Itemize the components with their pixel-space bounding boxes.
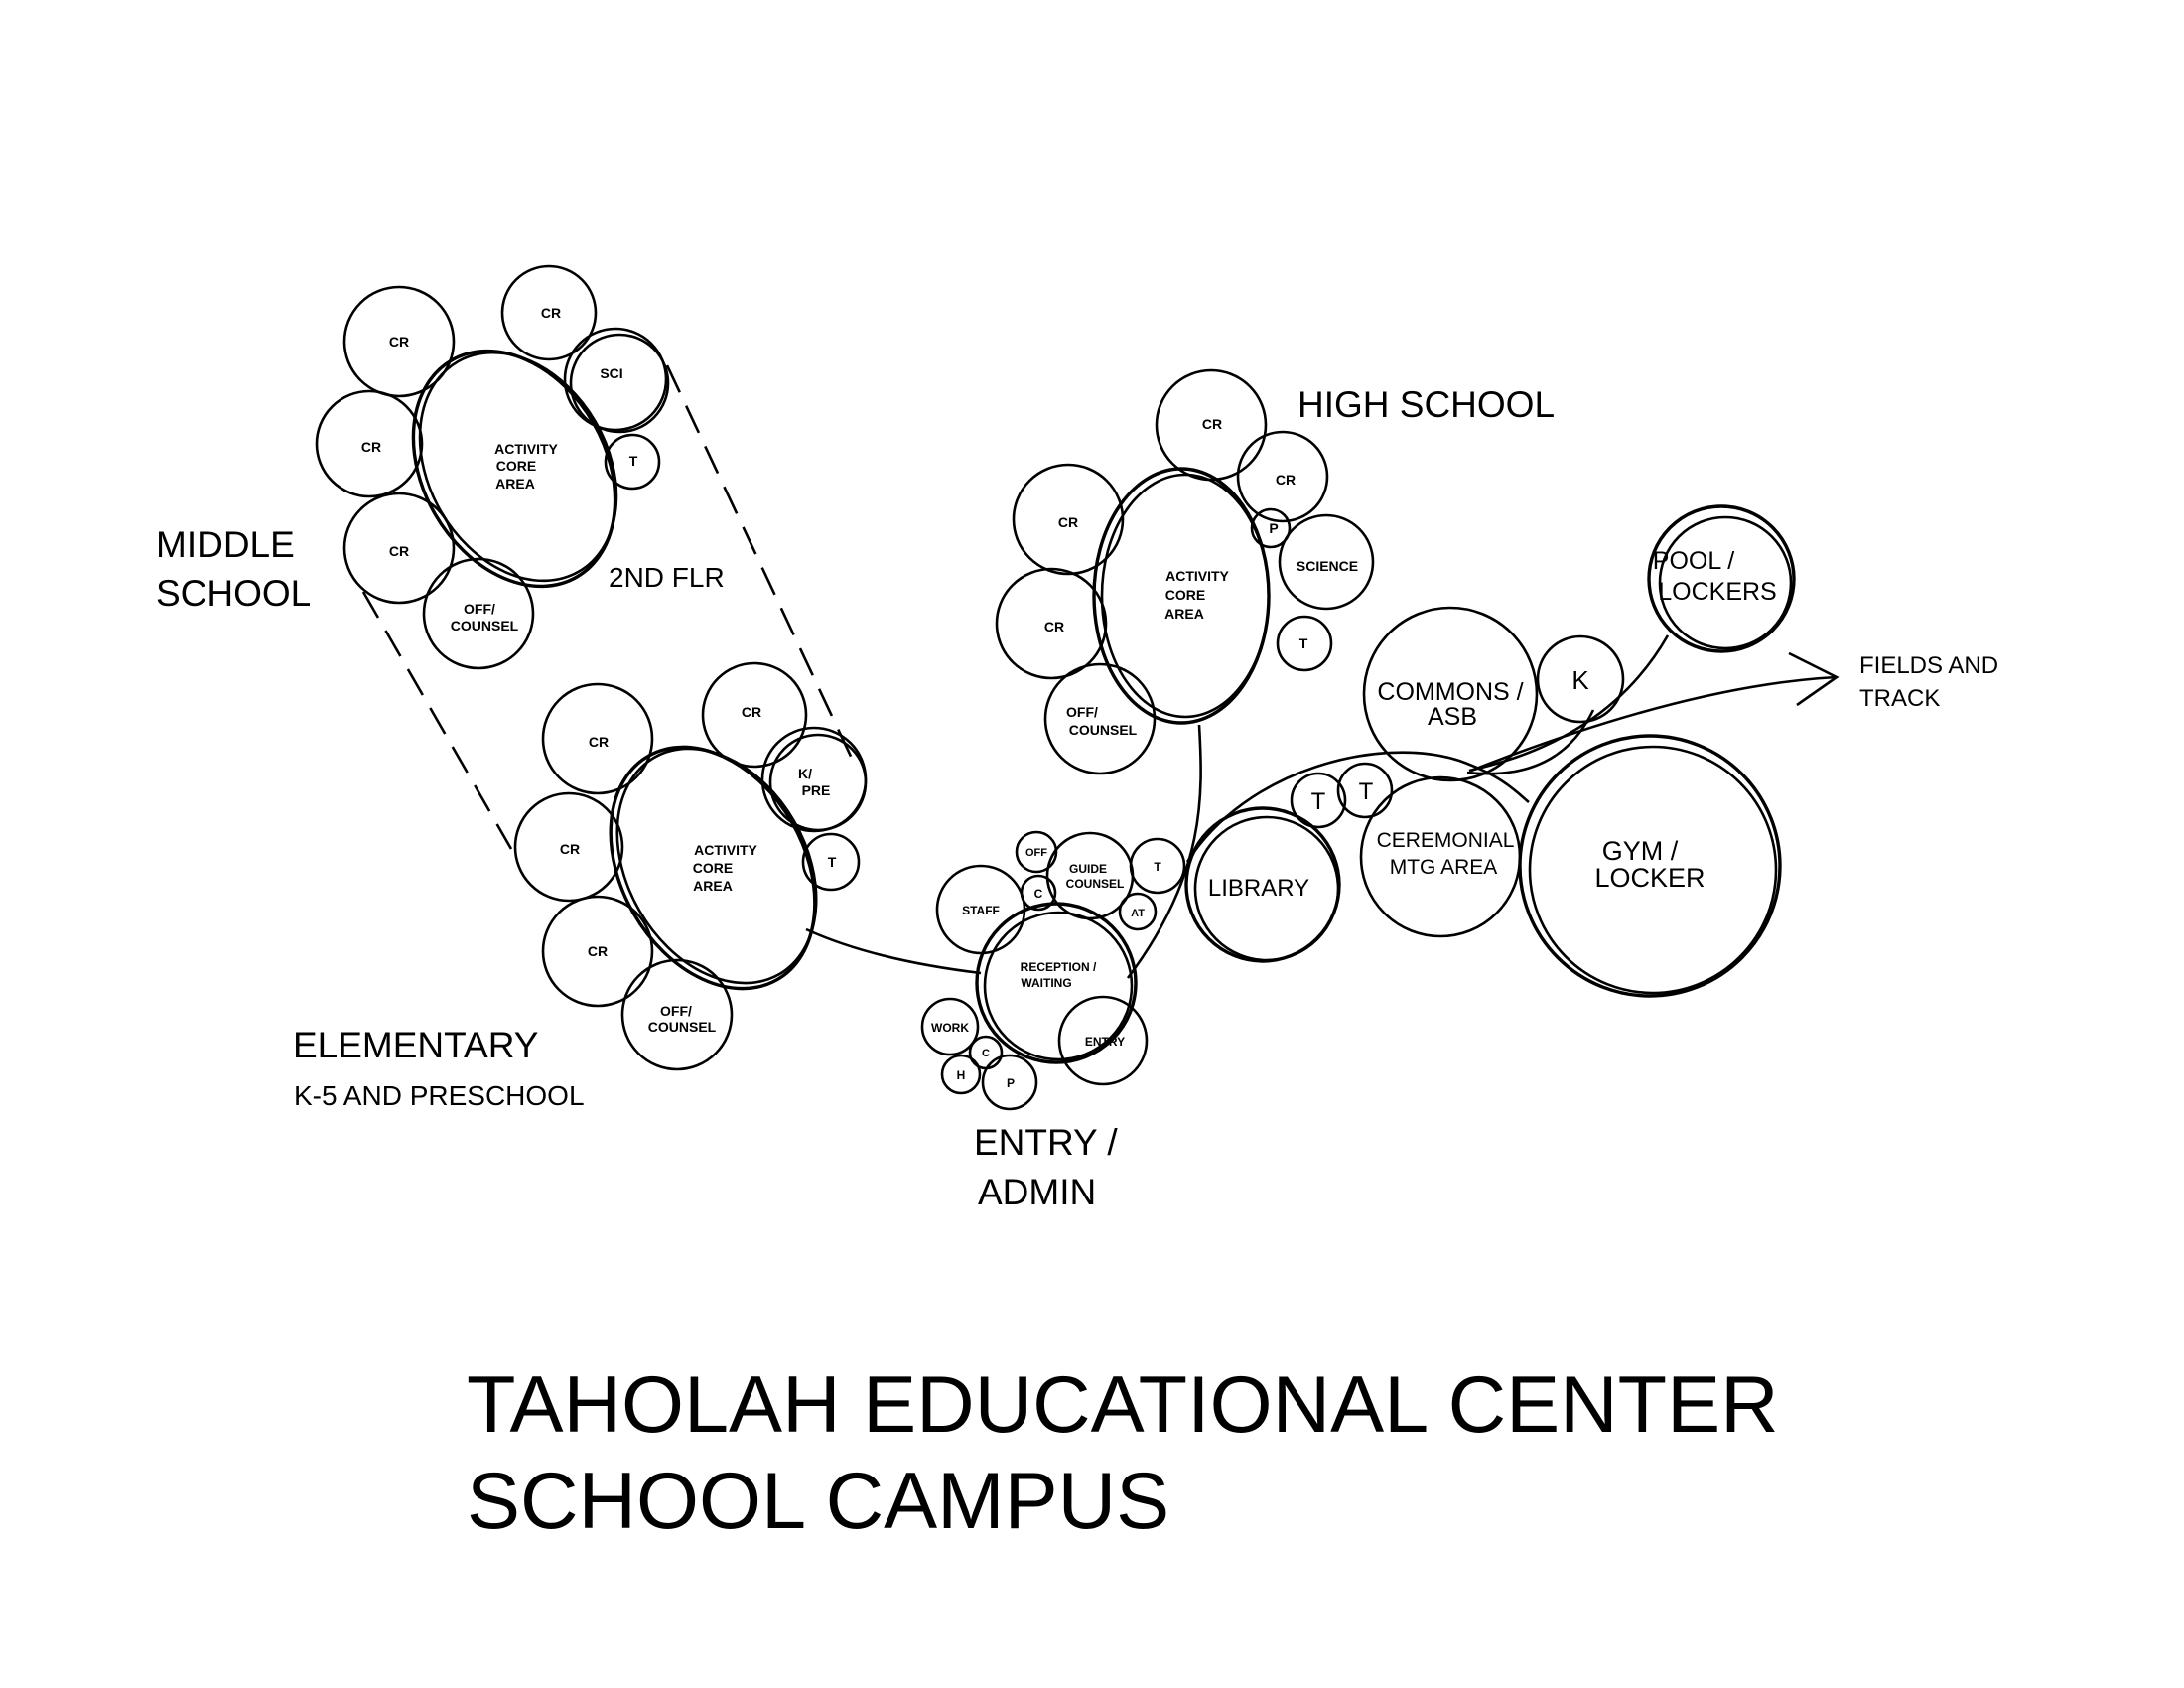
hs-off-label: OFF/ xyxy=(1066,704,1098,720)
ms-cr-label: CR xyxy=(389,334,409,350)
shared-facilities-cluster xyxy=(1184,504,1796,998)
ad-c-label: C xyxy=(1034,887,1043,901)
el-core-label: CORE xyxy=(693,860,733,876)
connector-fields xyxy=(1470,675,1838,773)
second-floor-outline xyxy=(361,364,856,850)
room-labels: CR CR SCI CR ACTIVITY CORE AREA T CR OFF… xyxy=(361,305,1998,1090)
ms-t-label: T xyxy=(629,453,638,469)
second-floor-label: 2ND FLR xyxy=(609,562,725,593)
middle-school-cluster xyxy=(315,264,670,670)
el-core-label: ACTIVITY xyxy=(694,842,757,858)
entry-admin-label-line1: ENTRY / xyxy=(974,1122,1118,1163)
el-off-label: OFF/ xyxy=(660,1003,692,1019)
elementary-label: ELEMENTARY xyxy=(293,1025,538,1065)
hs-cr-label: CR xyxy=(1044,619,1064,634)
ad-at-label: AT xyxy=(1131,908,1145,919)
connector-library-gym-arc xyxy=(1185,751,1530,863)
entry-admin-cluster xyxy=(920,830,1186,1111)
arrow-fields-icon xyxy=(1788,651,1840,707)
ad-t-label: T xyxy=(1154,860,1161,874)
el-kpre-label: PRE xyxy=(802,782,831,798)
el-cr-label: CR xyxy=(742,704,761,720)
ms-core-label: AREA xyxy=(495,476,535,492)
elementary-cluster xyxy=(513,661,868,1071)
el-cr-label: CR xyxy=(560,841,580,857)
page-title: TAHOLAH EDUCATIONAL CENTER xyxy=(467,1360,1779,1450)
hs-core-label: AREA xyxy=(1164,606,1204,622)
high-school-cluster xyxy=(995,368,1375,775)
el-t-label: T xyxy=(828,854,837,870)
high-school-label: HIGH SCHOOL xyxy=(1297,384,1555,425)
commons-label: COMMONS / xyxy=(1377,678,1523,706)
hs-science-label: SCIENCE xyxy=(1297,558,1358,574)
fields-label: TRACK xyxy=(1859,685,1940,712)
t-label: T xyxy=(1311,788,1326,815)
ad-work-label: WORK xyxy=(931,1021,969,1035)
ad-p-label: P xyxy=(1007,1076,1015,1090)
el-core-label: AREA xyxy=(693,878,733,894)
t-label: T xyxy=(1359,778,1374,805)
el-kpre-label: K/ xyxy=(798,766,812,781)
connector-elementary-admin xyxy=(805,927,982,975)
el-off-label: COUNSEL xyxy=(648,1019,717,1035)
gym-label: LOCKER xyxy=(1594,863,1705,893)
el-cr-label: CR xyxy=(588,943,608,959)
ms-sci-label: SCI xyxy=(600,365,622,381)
gym-label: GYM / xyxy=(1602,836,1679,866)
entry-admin-label-line2: ADMIN xyxy=(978,1172,1096,1212)
hs-cr-label: CR xyxy=(1202,416,1222,432)
pool-label: POOL / xyxy=(1653,547,1734,575)
ad-off-label: OFF xyxy=(1025,847,1047,859)
fields-label: FIELDS AND xyxy=(1859,652,1998,679)
hs-core-label: ACTIVITY xyxy=(1165,568,1229,584)
ad-c-label: C xyxy=(982,1048,990,1059)
ms-off-label: OFF/ xyxy=(464,601,495,617)
ms-core-label: CORE xyxy=(496,458,536,474)
hs-t-label: T xyxy=(1299,635,1308,651)
ms-cr-label: CR xyxy=(389,543,409,559)
ceremonial-label: CEREMONIAL xyxy=(1377,829,1515,852)
page-subtitle: SCHOOL CAMPUS xyxy=(467,1457,1169,1546)
ad-reception-label: WAITING xyxy=(1021,976,1071,990)
commons-label: ASB xyxy=(1428,703,1477,731)
middle-school-label-line1: MIDDLE xyxy=(156,524,295,565)
k-label: K xyxy=(1571,665,1589,695)
hs-off-label: COUNSEL xyxy=(1069,722,1138,738)
ad-staff-label: STAFF xyxy=(962,904,1000,917)
library-label: LIBRARY xyxy=(1208,875,1309,902)
ms-cr-label: CR xyxy=(541,305,561,321)
ad-guide-label: COUNSEL xyxy=(1066,877,1125,891)
ad-h-label: H xyxy=(957,1068,966,1082)
ms-cr-label: CR xyxy=(361,439,381,455)
connector-admin-hs xyxy=(1126,724,1202,979)
ms-core-label: ACTIVITY xyxy=(494,441,558,457)
ad-entry-label: ENTRY xyxy=(1085,1035,1125,1049)
middle-school-label-line2: SCHOOL xyxy=(156,573,311,614)
ad-reception-label: RECEPTION / xyxy=(1021,960,1097,974)
el-cr-label: CR xyxy=(589,734,609,750)
ceremonial-label: MTG AREA xyxy=(1390,856,1498,879)
hs-core-label: CORE xyxy=(1165,587,1205,603)
ms-off-label: COUNSEL xyxy=(451,618,519,633)
elementary-sublabel: K-5 AND PRESCHOOL xyxy=(294,1080,585,1111)
pool-label: LOCKERS xyxy=(1658,578,1776,606)
hs-p-label: P xyxy=(1269,520,1278,536)
ad-guide-label: GUIDE xyxy=(1069,862,1107,876)
hs-cr-label: CR xyxy=(1276,472,1296,488)
hs-cr-label: CR xyxy=(1058,514,1078,530)
